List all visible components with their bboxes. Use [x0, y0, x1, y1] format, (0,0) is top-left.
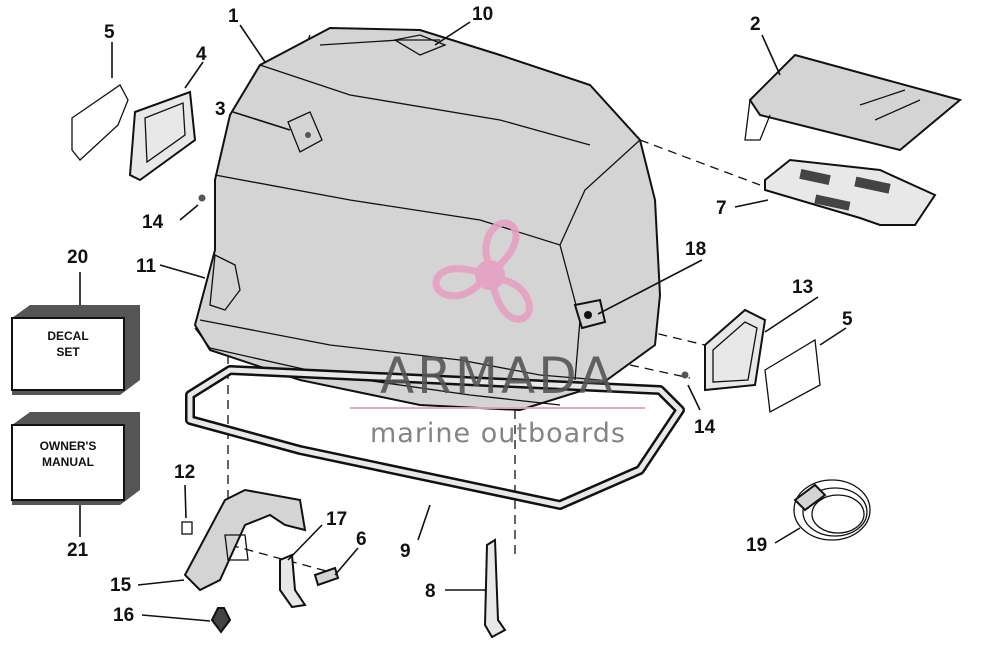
- support-bracket: [183, 488, 307, 592]
- bottom-seal: [185, 365, 685, 510]
- callout-17: 17: [326, 509, 347, 530]
- callout-labels: 1 2 3 4 5 5 6 7 8 9 10 11 12 13 14 14 15…: [67, 4, 853, 626]
- latch: [573, 298, 607, 330]
- leader-lines: [79, 21, 847, 622]
- manual-box-line2: MANUAL: [42, 455, 94, 469]
- vent-lens-left: [71, 84, 129, 161]
- callout-5-left: 5: [104, 22, 115, 43]
- callout-18: 18: [685, 239, 706, 260]
- strap: [483, 538, 507, 639]
- callout-13: 13: [792, 277, 813, 298]
- grommet: [210, 607, 232, 634]
- clip-17: [279, 553, 307, 609]
- callout-4: 4: [196, 44, 207, 65]
- callout-9: 9: [400, 541, 411, 562]
- watermark: ARMADA marine outboards: [350, 219, 645, 449]
- manual-box-line1: OWNER'S: [40, 439, 97, 453]
- callout-21: 21: [67, 540, 89, 561]
- watermark-title: ARMADA: [380, 347, 616, 405]
- callout-14-right: 14: [694, 417, 716, 438]
- callout-15: 15: [110, 575, 132, 596]
- callout-8: 8: [425, 581, 436, 602]
- bolt: [313, 566, 340, 587]
- vent-lens-right: [764, 338, 821, 414]
- decal-box-line2: SET: [56, 345, 80, 359]
- callout-19: 19: [746, 535, 767, 556]
- owners-manual-box: OWNER'S MANUAL: [11, 412, 140, 505]
- callout-14-left: 14: [142, 212, 164, 233]
- decal-set-box: DECAL SET: [11, 305, 140, 395]
- cable-coil: [793, 479, 871, 541]
- propeller-icon: [432, 219, 533, 323]
- callout-2: 2: [750, 14, 761, 35]
- vent-frame-left: [128, 90, 197, 182]
- callout-5-right: 5: [842, 309, 853, 330]
- hood: [744, 53, 963, 152]
- callout-1: 1: [228, 6, 239, 27]
- callout-16: 16: [113, 605, 134, 626]
- callout-10: 10: [472, 4, 493, 25]
- callout-20: 20: [67, 247, 88, 268]
- decal-box-line1: DECAL: [47, 329, 88, 343]
- watermark-subtitle: marine outboards: [370, 418, 626, 449]
- callout-12: 12: [174, 462, 195, 483]
- callout-11: 11: [136, 256, 157, 277]
- gasket-plate: [764, 158, 937, 226]
- callout-7: 7: [716, 198, 727, 219]
- callout-6: 6: [356, 529, 367, 550]
- screws: [198, 132, 689, 379]
- clip-12: [181, 521, 193, 535]
- callout-3: 3: [215, 99, 226, 120]
- vent-frame-right: [704, 308, 767, 392]
